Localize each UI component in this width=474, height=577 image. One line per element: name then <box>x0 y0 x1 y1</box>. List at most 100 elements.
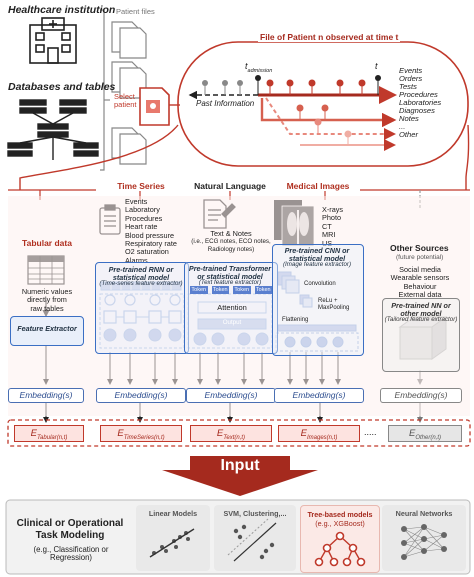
nlp-item: Text & Notes <box>210 229 252 238</box>
select-patient-label: Select patient <box>114 92 137 109</box>
embedding-tabular: Embedding(s) <box>8 388 84 403</box>
other-sources-title: Other Sources <box>390 243 449 253</box>
rnn-model-subtitle: (Time-series feature extractor) <box>99 280 183 288</box>
event-type-item: Procedures <box>399 89 438 99</box>
timeline <box>188 75 397 151</box>
timeseries-item: Events <box>125 197 148 206</box>
patient-files-icons <box>111 21 147 165</box>
convolution-label: Convolution <box>304 281 336 287</box>
timeseries-title: Time Series <box>96 181 186 191</box>
other-item: Wearable sensors <box>390 273 450 283</box>
nlp-item-sub: (i.e., ECG notes, ECO notes, <box>191 238 271 246</box>
timeseries-item: Heart rate <box>125 222 158 232</box>
timeseries-item: Respiratory rate <box>125 238 177 248</box>
cnn-model-title: Pre-trained CNN or statistical model <box>284 246 350 263</box>
model-tree: Tree-based models (e.g., XGBoost) <box>300 505 380 573</box>
event-type-item: Tests <box>399 81 417 91</box>
e-images: EImages(n,t) <box>278 425 360 442</box>
other-sources-items: Social media Wearable sensors Behaviour … <box>384 265 456 300</box>
other-model-subtitle: (Tailored feature extractor) <box>384 316 458 324</box>
model-linear-label: Linear Models <box>148 509 198 518</box>
token-chip: Token <box>254 286 272 294</box>
timeseries-items: Events Laboratory Procedures Heart rate … <box>125 197 177 265</box>
event-type-item: Laboratories <box>399 97 442 107</box>
rnn-model-title: Pre-trained RNN or statistical model <box>108 265 174 282</box>
images-item: Photo <box>322 213 342 223</box>
tabular-desc-line: Numeric values <box>21 287 73 296</box>
event-type-item: ... <box>399 121 406 131</box>
nlp-item-sub: Radiology notes) <box>207 245 255 253</box>
embeddings-dots: ..... <box>364 427 377 437</box>
tree-model-icon <box>314 531 366 567</box>
other-item: Behaviour <box>403 281 437 291</box>
selected-patient-file-icon <box>139 87 170 126</box>
input-label: Input <box>220 457 260 474</box>
token-chip: Token <box>190 286 208 294</box>
input-arrow <box>162 456 318 496</box>
flattening-label: Flattening <box>282 317 309 323</box>
token-chip: Token <box>233 286 251 294</box>
tabular-title: Tabular data <box>22 238 72 248</box>
token-chip: Token <box>211 286 229 294</box>
embedding-timeseries: Embedding(s) <box>96 388 186 403</box>
event-type-item: Events <box>399 66 423 75</box>
rnn-model-box <box>95 262 189 354</box>
embedding-other: Embedding(s) <box>380 388 462 403</box>
relu-label: ReLu + <box>318 298 338 304</box>
images-title: Medical Images <box>276 181 360 191</box>
images-item: MRI <box>322 230 336 240</box>
transformer-model-box <box>184 262 278 354</box>
feature-extractor-label: Feature Extractor <box>17 324 77 333</box>
rnn-model-label: Pre-trained RNN or statistical model (Ti… <box>96 266 186 288</box>
linear-model-icon <box>149 528 195 558</box>
other-model-title: Pre-trained NN or other model <box>391 301 451 318</box>
transformer-model-subtitle: (Text feature extractor) <box>198 279 262 287</box>
transformer-model-label: Pre-trained Transformer or statistical m… <box>185 265 275 287</box>
cnn-model-label: Pre-trained CNN or statistical model (Im… <box>273 247 361 269</box>
feature-extractor-box <box>10 316 84 346</box>
model-nn: Neural Networks <box>382 505 466 571</box>
images-items: X-rays Photo CT MRI US <box>322 205 343 248</box>
e-timeseries: ETimeSeries(n,t) <box>100 425 182 442</box>
event-type-item: Diagnoses <box>399 105 435 115</box>
t-admission-label: tadmission <box>245 61 273 74</box>
other-model-box <box>382 298 460 372</box>
svm-model-icon <box>227 518 277 562</box>
tabular-desc-line: raw tables <box>30 303 64 313</box>
model-linear: Linear Models <box>136 505 210 571</box>
databases-label: Databases and tables <box>8 81 116 93</box>
healthcare-institution-label: Healthcare institution <box>8 4 116 16</box>
cnn-model-subtitle: (Image feature extractor) <box>282 261 352 269</box>
timeseries-item: Laboratory <box>125 205 160 215</box>
timeseries-item: Blood pressure <box>125 230 175 240</box>
e-tabular: ETabular(n,t) <box>14 425 84 442</box>
model-tree-sub: (e.g., XGBoost) <box>315 519 365 528</box>
images-item: US <box>322 238 333 248</box>
maxpool-label: MaxPooling <box>318 305 350 311</box>
nlp-title: Natural Language <box>183 181 277 191</box>
nlp-items: Text & Notes (i.e., ECG notes, ECO notes… <box>186 229 276 253</box>
embeddings-group <box>7 419 471 447</box>
model-svm: SVM, Clustering,... <box>214 505 296 571</box>
t-now-label: t <box>375 61 378 71</box>
tabular-description: Numeric values directly from raw tables <box>14 287 80 313</box>
timeseries-item: Alarms <box>125 255 148 265</box>
embedding-images: Embedding(s) <box>274 388 364 403</box>
model-nn-label: Neural Networks <box>395 509 453 518</box>
neural-network-icon <box>401 524 447 560</box>
database-icon <box>7 99 99 160</box>
patient-file-title: File of Patient n observed at time t <box>258 32 401 42</box>
past-information-label: Past Information <box>196 99 255 108</box>
hospital-icon <box>29 17 77 64</box>
token-row: Token Token Token Token <box>190 286 272 294</box>
e-other: EOther(n,t) <box>388 425 462 442</box>
timeseries-item: O2 saturation <box>125 247 169 257</box>
other-item: Social media <box>399 265 441 274</box>
other-item: External data <box>398 290 442 300</box>
output-label: Output <box>222 319 242 326</box>
images-item: CT <box>322 221 332 231</box>
other-model-label: Pre-trained NN or other model (Tailored … <box>382 302 460 324</box>
patient-timeline-box <box>177 41 469 167</box>
e-text: EText(n,t) <box>190 425 272 442</box>
transformer-model-title: Pre-trained Transformer or statistical m… <box>188 264 272 281</box>
